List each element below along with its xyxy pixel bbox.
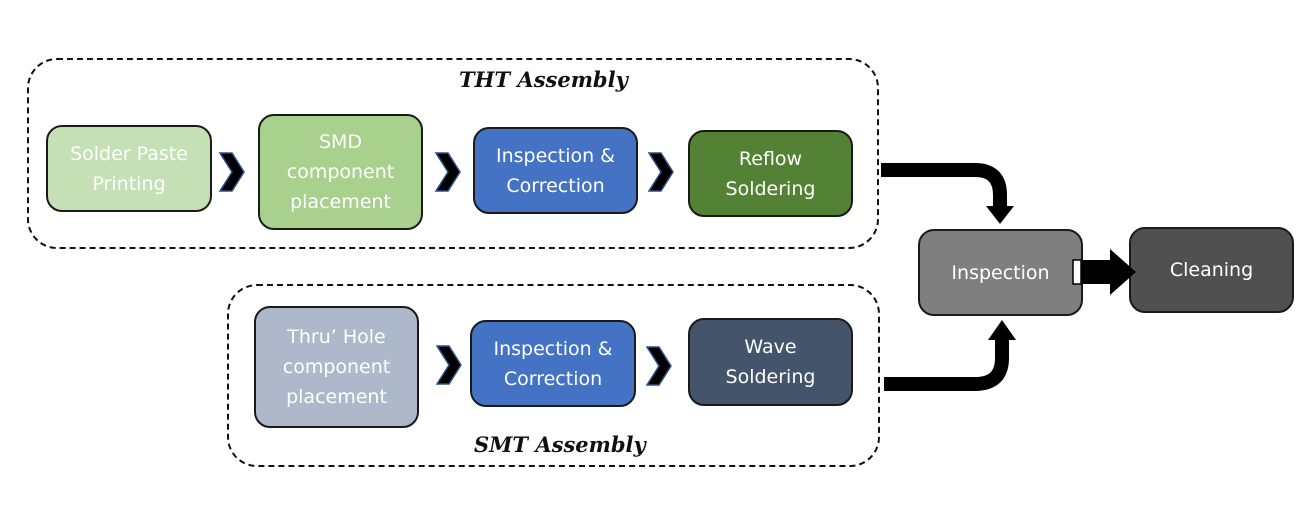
step-reflow-soldering: Reflow Soldering [688,130,853,217]
step-label: Thru’ Hole component placement [282,326,391,408]
step-inspection: Inspection [918,229,1083,316]
step-wave-soldering: Wave Soldering [688,318,853,406]
step-label: SMD component placement [286,131,395,213]
bent-arrow-down-icon [881,163,1014,224]
step-smd-component-placement: SMD component placement [258,114,423,230]
chevron-right-icon [646,346,672,386]
tht-assembly-group [27,58,879,249]
step-solder-paste-printing: Solder Paste Printing [46,125,212,212]
chevron-right-icon [435,152,461,192]
step-label: Wave Soldering [725,336,816,388]
step-inspection-correction-tht: Inspection & Correction [473,127,638,214]
chevron-right-icon [219,152,245,192]
step-label: Solder Paste Printing [70,142,188,195]
step-label: Cleaning [1169,259,1254,281]
chevron-right-icon [436,345,462,385]
step-label: Inspection [951,261,1050,284]
step-label: Inspection & Correction [493,337,613,390]
tht-assembly-title: THT Assembly [459,67,628,92]
smt-assembly-group [227,284,880,467]
chevron-right-icon [648,152,674,192]
step-thru-hole-component-placement: Thru’ Hole component placement [254,306,419,428]
arrow-right-icon [1072,249,1136,295]
bent-arrow-up-icon [884,320,1016,391]
step-label: Reflow Soldering [725,147,816,200]
smt-assembly-title: SMT Assembly [474,432,646,457]
step-label: Inspection & Correction [496,144,615,197]
step-cleaning: Cleaning [1129,227,1294,313]
step-inspection-correction-smt: Inspection & Correction [470,320,636,407]
